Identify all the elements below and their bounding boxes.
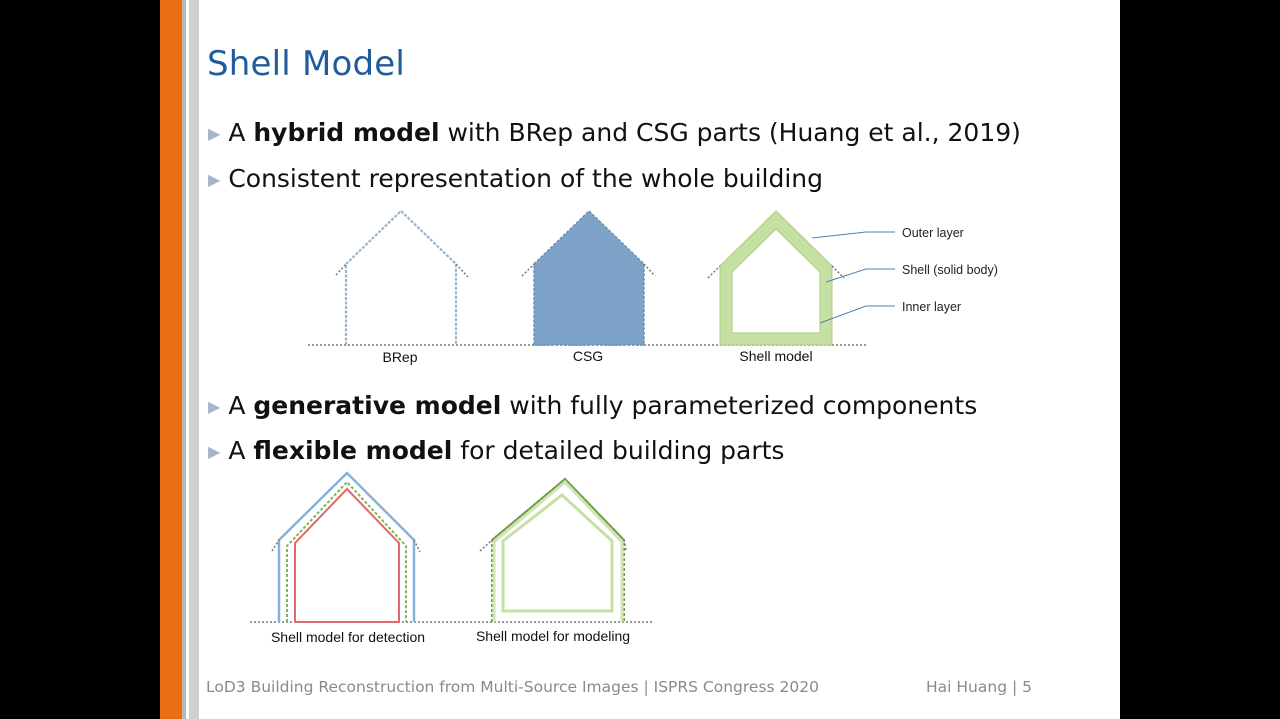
csg-house xyxy=(521,209,656,346)
bullet-1: ▶A hybrid model with BRep and CSG parts … xyxy=(208,118,1021,147)
caption-csg: CSG xyxy=(573,348,603,364)
bullet-3: ▶A generative model with fully parameter… xyxy=(208,391,978,420)
figure-shell-types: BRep CSG Shell model Outer layer Shell (… xyxy=(308,209,998,365)
figures: BRep CSG Shell model Outer layer Shell (… xyxy=(250,209,998,645)
caption-shell-modeling: Shell model for modeling xyxy=(476,628,630,644)
bullet-2: ▶Consistent representation of the whole … xyxy=(208,164,823,193)
label-inner-layer: Inner layer xyxy=(902,300,961,314)
slide-title: Shell Model xyxy=(207,44,406,84)
bullet-arrow-icon: ▶ xyxy=(208,397,221,416)
divider-bar-light xyxy=(189,0,199,719)
modeling-house xyxy=(479,477,627,622)
caption-shell-detection: Shell model for detection xyxy=(271,629,425,645)
bullet-arrow-icon: ▶ xyxy=(208,442,221,461)
detection-house xyxy=(271,471,421,623)
caption-brep: BRep xyxy=(382,349,417,365)
figure-shell-variants: Shell model for detection Shell model fo… xyxy=(250,471,652,645)
divider-bar xyxy=(182,0,186,719)
label-outer-layer: Outer layer xyxy=(902,226,964,240)
bullet-4: ▶A flexible model for detailed building … xyxy=(208,436,785,465)
brep-house xyxy=(335,209,469,345)
footer-author-page: Hai Huang | 5 xyxy=(926,678,1032,696)
label-shell-solid-body: Shell (solid body) xyxy=(902,263,998,277)
accent-bar xyxy=(160,0,182,719)
footer-title: LoD3 Building Reconstruction from Multi-… xyxy=(206,678,819,696)
shell-house xyxy=(707,210,895,346)
slide: Shell Model ▶A hybrid model with BRep an… xyxy=(160,0,1120,719)
bullet-arrow-icon: ▶ xyxy=(208,124,221,143)
bullet-arrow-icon: ▶ xyxy=(208,170,221,189)
caption-shell-model: Shell model xyxy=(739,348,812,364)
